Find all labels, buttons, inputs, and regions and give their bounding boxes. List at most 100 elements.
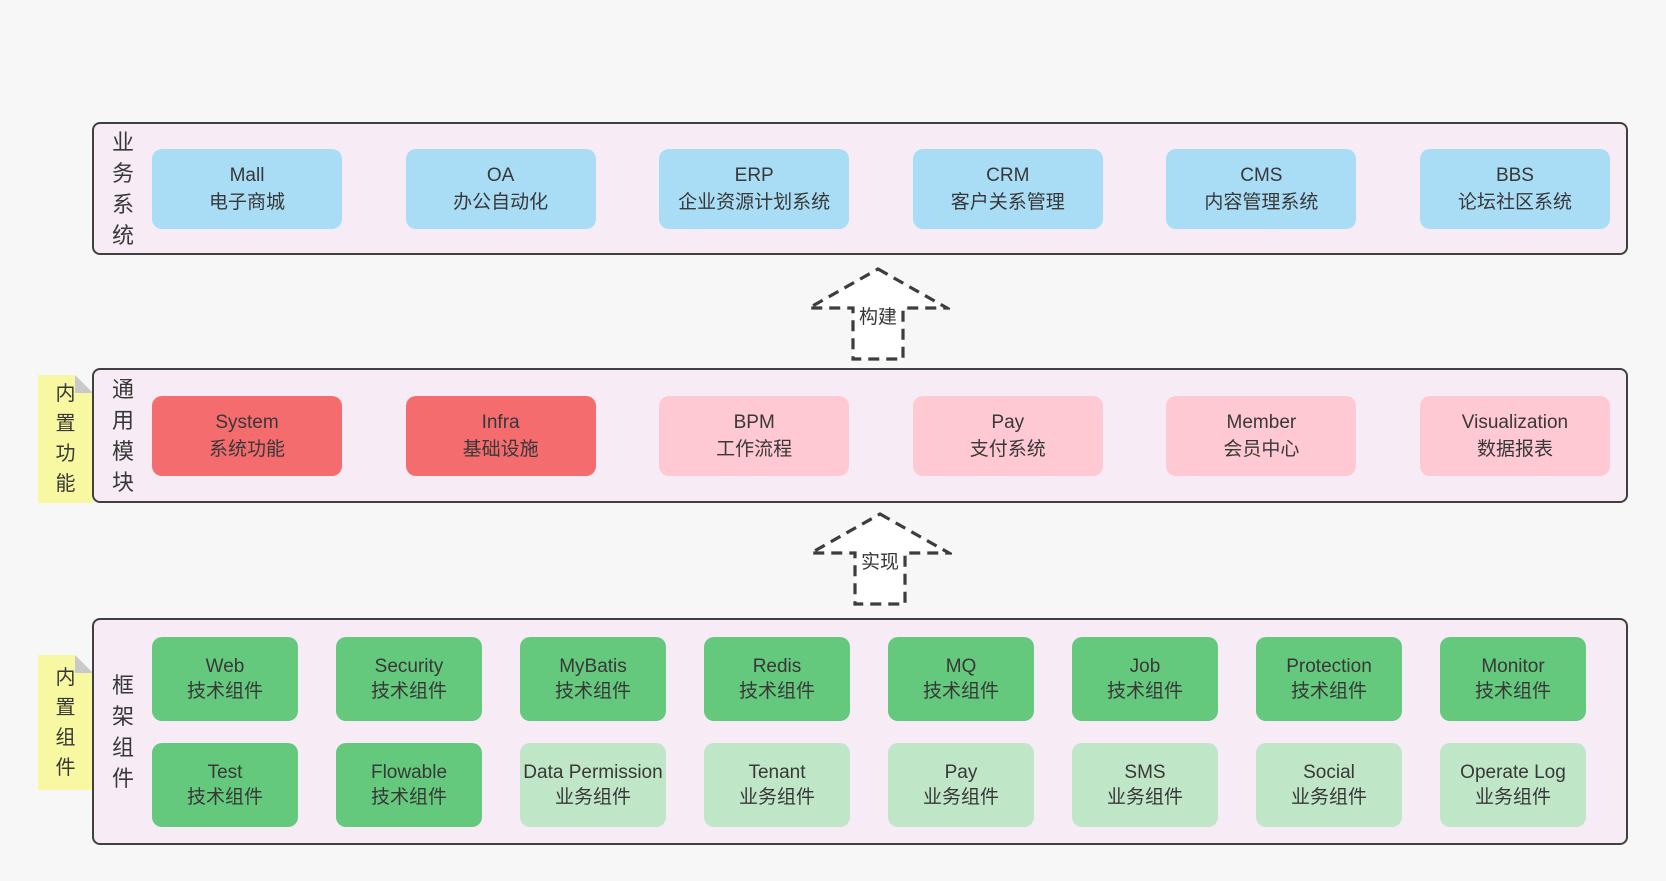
box-bpm: BPM 工作流程 [659, 395, 850, 476]
components-row-1: Web 技术组件 Security 技术组件 MyBatis 技术组件 Redi… [152, 636, 1586, 721]
box-subtitle: 电子商城 [208, 191, 285, 213]
build-arrow-label: 构建 [855, 302, 901, 329]
box-title: BBS [1495, 164, 1534, 186]
box-subtitle: 业务组件 [554, 786, 631, 808]
framework-components-panel: 框架组件 Web 技术组件 Security 技术组件 MyBatis 技术组件… [92, 618, 1628, 845]
box-subtitle: 客户关系管理 [950, 191, 1065, 213]
box-subtitle: 企业资源计划系统 [678, 191, 831, 213]
box-title: Security [374, 655, 444, 677]
box-subtitle: 内容管理系统 [1204, 191, 1319, 213]
panel-label-text: 框架组件 [111, 672, 134, 791]
box-title: Data Permission [523, 761, 663, 783]
implement-arrow-label: 实现 [857, 547, 903, 574]
box-subtitle: 技术组件 [1290, 680, 1367, 702]
box-visualization: Visualization 数据报表 [1419, 395, 1610, 476]
box-title: Job [1129, 655, 1161, 677]
business-systems-panel: 业务系统 Mall 电子商城 OA 办公自动化 ERP 企业资源计划系统 CRM… [92, 122, 1628, 255]
box-subtitle: 业务组件 [922, 786, 999, 808]
box-subtitle: 技术组件 [738, 680, 815, 702]
box-pay-module: Pay 支付系统 [912, 395, 1103, 476]
box-subtitle: 业务组件 [1290, 786, 1367, 808]
box-sms: SMS 业务组件 [1072, 742, 1218, 827]
panel-label-text: 通用模块 [111, 376, 134, 495]
modules-boxes-row: System 系统功能 Infra 基础设施 BPM 工作流程 Pay 支付系统… [152, 370, 1626, 501]
box-redis: Redis 技术组件 [704, 636, 850, 721]
components-grid: Web 技术组件 Security 技术组件 MyBatis 技术组件 Redi… [152, 620, 1626, 843]
folded-corner-icon [75, 655, 93, 673]
box-erp: ERP 企业资源计划系统 [659, 148, 850, 229]
panel-label-components: 框架组件 [94, 620, 152, 843]
box-title: MyBatis [559, 655, 627, 677]
box-system: System 系统功能 [152, 395, 342, 476]
box-title: Pay [991, 411, 1025, 433]
box-title: Tenant [748, 761, 806, 783]
box-subtitle: 办公自动化 [453, 191, 549, 213]
components-row-2: Test 技术组件 Flowable 技术组件 Data Permission … [152, 742, 1586, 827]
box-subtitle: 技术组件 [370, 786, 447, 808]
box-title: Social [1303, 761, 1355, 783]
box-oa: OA 办公自动化 [405, 148, 596, 229]
box-subtitle: 论坛社区系统 [1457, 191, 1572, 213]
box-web: Web 技术组件 [152, 636, 298, 721]
box-title: Protection [1286, 655, 1372, 677]
box-protection: Protection 技术组件 [1256, 636, 1402, 721]
panel-label-business: 业务系统 [94, 124, 152, 253]
box-title: System [215, 411, 279, 433]
box-title: SMS [1124, 761, 1166, 783]
box-tenant: Tenant 业务组件 [704, 742, 850, 827]
box-subtitle: 数据报表 [1476, 438, 1553, 460]
box-subtitle: 技术组件 [186, 786, 263, 808]
box-title: CMS [1240, 164, 1283, 186]
box-title: Pay [944, 761, 978, 783]
box-subtitle: 技术组件 [370, 680, 447, 702]
box-title: Infra [481, 411, 520, 433]
box-bbs: BBS 论坛社区系统 [1419, 148, 1610, 229]
box-subtitle: 会员中心 [1223, 438, 1300, 460]
box-subtitle: 系统功能 [208, 438, 285, 460]
box-title: Operate Log [1460, 761, 1566, 783]
panel-label-modules: 通用模块 [94, 370, 152, 501]
box-title: Monitor [1481, 655, 1545, 677]
box-job: Job 技术组件 [1072, 636, 1218, 721]
box-title: Flowable [370, 761, 448, 783]
box-title: Web [205, 655, 245, 677]
box-security: Security 技术组件 [336, 636, 482, 721]
box-title: Test [207, 761, 243, 783]
note-text: 内置功能 [55, 383, 76, 495]
build-arrow: 构建 [806, 266, 950, 362]
box-title: Visualization [1461, 411, 1569, 433]
box-cms: CMS 内容管理系统 [1166, 148, 1357, 229]
box-title: Redis [752, 655, 802, 677]
note-text: 内置组件 [55, 666, 76, 779]
box-flowable: Flowable 技术组件 [336, 742, 482, 827]
box-member: Member 会员中心 [1166, 395, 1357, 476]
note-built-in-features: 内置功能 [38, 375, 93, 503]
box-operate-log: Operate Log 业务组件 [1440, 742, 1586, 827]
box-subtitle: 支付系统 [969, 438, 1046, 460]
box-social: Social 业务组件 [1256, 742, 1402, 827]
box-data-permission: Data Permission 业务组件 [520, 742, 666, 827]
box-title: Member [1226, 411, 1297, 433]
box-monitor: Monitor 技术组件 [1440, 636, 1586, 721]
box-subtitle: 技术组件 [554, 680, 631, 702]
box-subtitle: 基础设施 [462, 438, 539, 460]
box-pay-component: Pay 业务组件 [888, 742, 1034, 827]
common-modules-panel: 通用模块 System 系统功能 Infra 基础设施 BPM 工作流程 Pay… [92, 368, 1628, 503]
box-subtitle: 技术组件 [1474, 680, 1551, 702]
box-test: Test 技术组件 [152, 742, 298, 827]
box-mall: Mall 电子商城 [152, 148, 342, 229]
panel-label-text: 业务系统 [111, 129, 134, 248]
box-title: Mall [229, 164, 265, 186]
box-subtitle: 业务组件 [1106, 786, 1183, 808]
box-mybatis: MyBatis 技术组件 [520, 636, 666, 721]
box-subtitle: 技术组件 [186, 680, 263, 702]
box-title: CRM [986, 164, 1030, 186]
business-boxes-row: Mall 电子商城 OA 办公自动化 ERP 企业资源计划系统 CRM 客户关系… [152, 124, 1626, 253]
box-subtitle: 技术组件 [922, 680, 999, 702]
implement-arrow: 实现 [808, 511, 952, 607]
box-subtitle: 技术组件 [1106, 680, 1183, 702]
box-mq: MQ 技术组件 [888, 636, 1034, 721]
box-title: ERP [734, 164, 774, 186]
box-title: OA [486, 164, 515, 186]
